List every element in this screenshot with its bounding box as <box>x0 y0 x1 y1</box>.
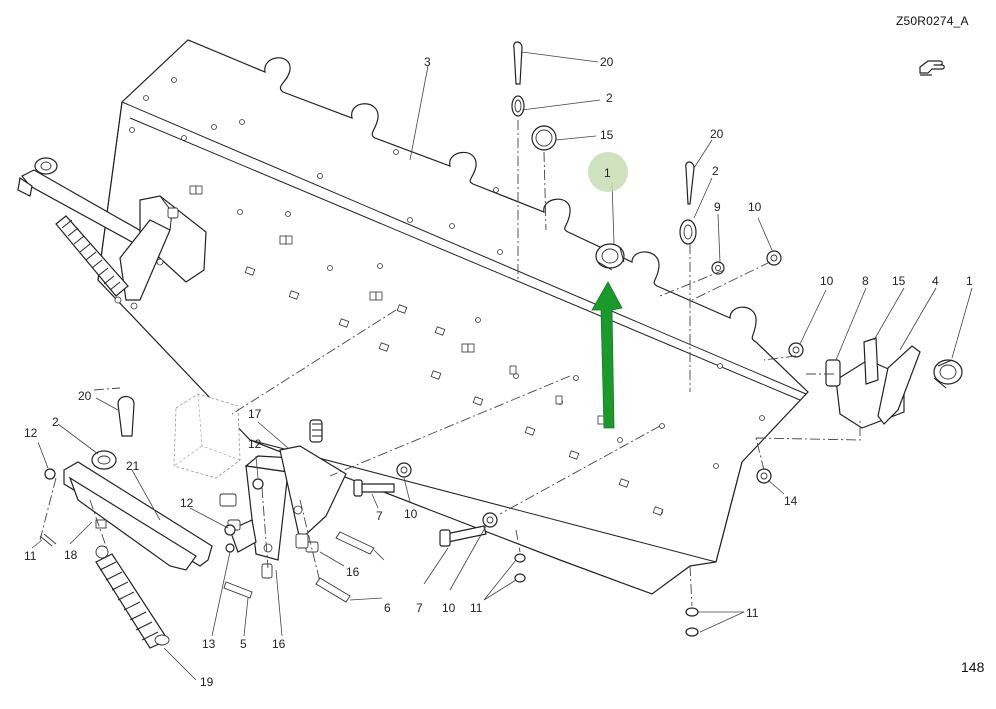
callout-4[interactable]: 4 <box>932 274 939 288</box>
callout-1-highlighted[interactable]: 1 <box>604 166 611 180</box>
callout-10-right[interactable]: 10 <box>820 274 834 288</box>
callout-14[interactable]: 14 <box>784 494 798 508</box>
callout-20-top[interactable]: 20 <box>600 55 614 69</box>
callout-16-bottom[interactable]: 16 <box>272 637 286 651</box>
callout-labels: 1 1 2 2 2 3 4 5 6 7 7 8 9 10 10 10 10 11… <box>24 55 973 689</box>
callout-2-top[interactable]: 2 <box>606 91 613 105</box>
drawing-code: Z50R0274_A <box>896 14 969 28</box>
callout-19[interactable]: 19 <box>200 675 214 689</box>
callout-13[interactable]: 13 <box>202 637 216 651</box>
hand-pointer-icon[interactable] <box>918 57 946 77</box>
callout-11-right[interactable]: 11 <box>746 606 759 620</box>
callout-10-top[interactable]: 10 <box>748 200 762 214</box>
callout-20-left[interactable]: 20 <box>78 389 92 403</box>
callout-21[interactable]: 21 <box>126 459 140 473</box>
highlight-marker <box>588 152 628 429</box>
callout-10-center[interactable]: 10 <box>404 507 418 521</box>
callout-17[interactable]: 17 <box>248 407 262 421</box>
callout-7-top[interactable]: 7 <box>376 509 383 523</box>
callout-20-mid[interactable]: 20 <box>710 127 724 141</box>
callout-8[interactable]: 8 <box>862 274 869 288</box>
callout-5[interactable]: 5 <box>240 637 247 651</box>
bolts-and-pins <box>39 462 772 637</box>
right-side-parts <box>711 250 963 429</box>
upper-left-arm-assembly <box>17 157 207 310</box>
main-panel <box>97 39 809 595</box>
callout-15-right[interactable]: 15 <box>892 274 906 288</box>
callout-10-bottom[interactable]: 10 <box>442 601 456 615</box>
ghost-reference-box <box>173 393 241 479</box>
callout-12-mid[interactable]: 12 <box>248 437 262 451</box>
callout-11-left[interactable]: 11 <box>24 549 37 563</box>
lower-left-bracket-assembly <box>63 395 347 649</box>
callout-3[interactable]: 3 <box>424 55 431 69</box>
callout-9[interactable]: 9 <box>714 200 721 214</box>
callout-12-left[interactable]: 12 <box>180 496 194 510</box>
callout-7-bottom[interactable]: 7 <box>416 601 423 615</box>
page-number: 148 <box>961 659 985 675</box>
callout-1-right[interactable]: 1 <box>966 274 973 288</box>
callout-18[interactable]: 18 <box>64 548 78 562</box>
callout-2-left[interactable]: 2 <box>52 415 59 429</box>
callout-12-top[interactable]: 12 <box>24 426 38 440</box>
top-small-parts <box>511 41 697 271</box>
callout-16-mid[interactable]: 16 <box>346 565 360 579</box>
callout-15-top[interactable]: 15 <box>600 128 614 142</box>
construction-lines <box>39 120 861 607</box>
lower-spring <box>95 545 170 649</box>
upper-spring <box>55 215 129 297</box>
leader-lines <box>31 51 973 681</box>
callout-11-center[interactable]: 11 <box>470 601 483 615</box>
callout-2-mid[interactable]: 2 <box>712 164 719 178</box>
callout-6[interactable]: 6 <box>384 601 391 615</box>
